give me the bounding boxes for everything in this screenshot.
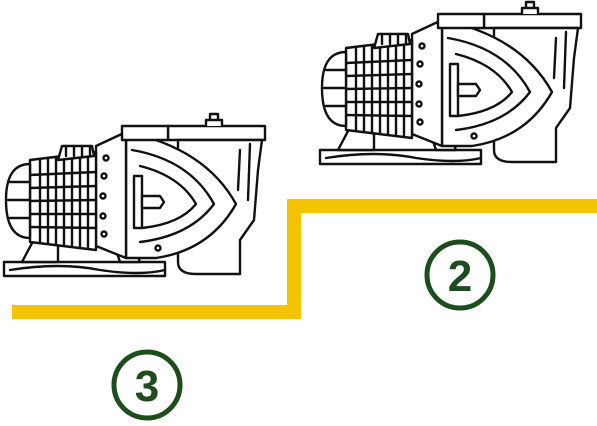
position-badge-lower: 3 [111, 349, 183, 421]
position-label-lower: 3 [135, 362, 159, 411]
pool-pump-icon [2, 112, 267, 278]
step-level-line [12, 199, 597, 319]
position-badge-upper: 2 [424, 239, 496, 311]
pool-pump-icon [318, 0, 583, 166]
position-label-upper: 2 [448, 252, 472, 301]
